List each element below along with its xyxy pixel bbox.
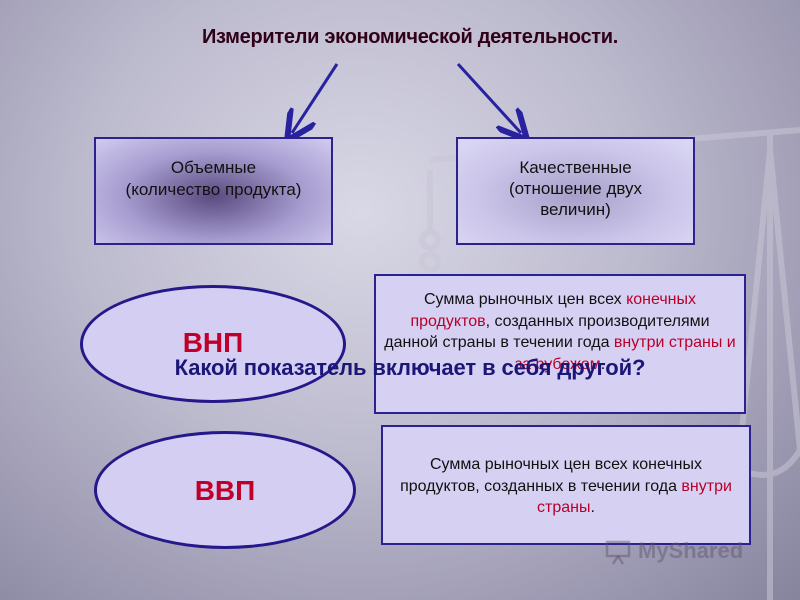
quality-label: Качественные bbox=[519, 158, 632, 177]
gdp-def-end: . bbox=[590, 499, 595, 516]
gnp-def-end: . bbox=[600, 355, 606, 373]
volume-sublabel: (количество продукта) bbox=[125, 180, 302, 199]
watermark: MyShared bbox=[604, 538, 743, 565]
gnp-ellipse: ВНП bbox=[80, 285, 346, 403]
quality-sublabel-1: (отношение двух bbox=[508, 179, 643, 198]
gdp-ellipse: ВВП bbox=[94, 431, 356, 549]
volume-label: Объемные bbox=[170, 158, 257, 177]
quality-sublabel-2: величин) bbox=[540, 200, 611, 219]
volume-measures-box: Объемные (количество продукта) bbox=[94, 137, 333, 245]
gnp-def-text-2: , созданных производителями данной стран… bbox=[384, 312, 710, 352]
gnp-def-highlight-1: конечных продуктов bbox=[410, 291, 697, 330]
gnp-def-highlight-2: внутри страны и за рубежом bbox=[514, 334, 736, 373]
page-title: Измерители экономической деятельности. bbox=[201, 26, 619, 48]
gnp-definition: Сумма рыночных цен всех конечных продукт… bbox=[374, 274, 746, 414]
arrow-left bbox=[292, 63, 339, 133]
gdp-def-text-1: Сумма рыночных цен всех конечных продукт… bbox=[400, 456, 703, 495]
presentation-icon bbox=[605, 540, 631, 565]
arrow-right bbox=[456, 62, 521, 133]
watermark-text: MyShared bbox=[638, 538, 744, 563]
gdp-def-highlight-1: внутри страны bbox=[537, 477, 732, 517]
question-text: Какой показатель включает в себя другой? bbox=[174, 355, 646, 380]
gdp-definition: Сумма рыночных цен всех конечных продукт… bbox=[381, 425, 751, 545]
gnp-def-text-1: Сумма рыночных цен всех bbox=[423, 291, 627, 308]
quality-measures-box: Качественные (отношение двух величин) bbox=[456, 137, 695, 245]
